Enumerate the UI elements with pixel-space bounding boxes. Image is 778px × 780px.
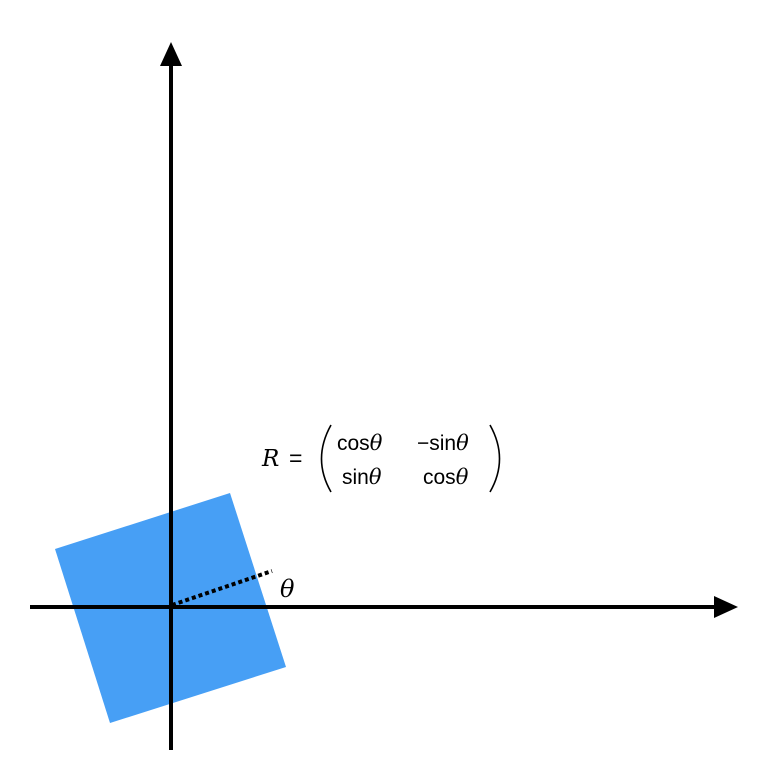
matrix-cell-r2c2: cosθ <box>423 465 469 489</box>
x-axis-arrowhead <box>714 596 738 618</box>
matrix-cell-r1c1: cosθ <box>337 431 383 455</box>
matrix-cell-r2c1: sinθ <box>342 465 382 489</box>
origin-point <box>169 603 175 609</box>
matrix-cell-r1c2: −sinθ <box>417 431 469 455</box>
matrix-left-paren <box>320 424 332 493</box>
angle-label: θ <box>280 575 295 603</box>
y-axis-arrowhead <box>160 42 182 66</box>
matrix-right-paren <box>489 424 501 493</box>
angle-ray <box>171 569 273 607</box>
equals-sign: = <box>289 445 302 471</box>
rotation-matrix-symbol: R <box>261 446 279 472</box>
